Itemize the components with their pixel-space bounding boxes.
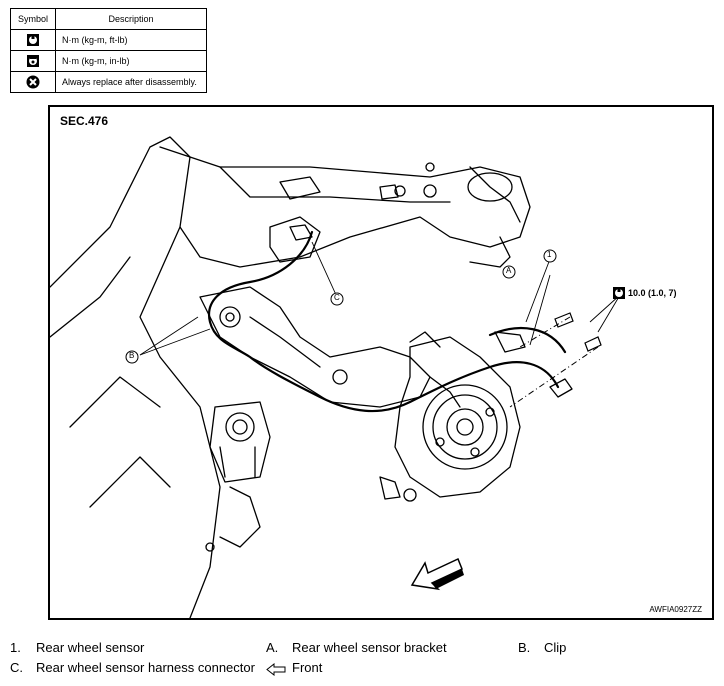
legend-row: N·m (kg-m, in-lb)	[10, 50, 207, 72]
part-description: Rear wheel sensor harness connector	[36, 660, 255, 675]
torque-value-label: 10.0 (1.0, 7)	[628, 288, 677, 298]
legend-header-description: Description	[55, 8, 207, 30]
callout-1: 1	[547, 250, 552, 259]
part-number: A.	[266, 640, 279, 655]
front-direction-arrow-icon	[410, 557, 464, 591]
suspension-line-drawing	[50, 136, 625, 618]
figure-id: AWFIA0927ZZ	[649, 605, 702, 614]
front-arrow-icon	[266, 663, 286, 676]
callout-b: B	[129, 351, 135, 360]
part-description: Clip	[544, 640, 567, 655]
legend-row: Always replace after disassembly.	[10, 71, 207, 93]
part-number: B.	[518, 640, 531, 655]
legend-header-symbol: Symbol	[10, 8, 56, 30]
legend-row: N·m (kg-m, ft-lb)	[10, 29, 207, 51]
part-number: 1.	[10, 640, 21, 655]
part-description: Rear wheel sensor bracket	[292, 640, 447, 655]
callout-a: A	[506, 266, 512, 275]
section-label: SEC.476	[60, 114, 109, 128]
diagram-frame: SEC.476 1 A C B 10.0 (1.0, 7) AWFIA0927Z…	[48, 105, 714, 620]
callout-c: C	[334, 293, 340, 302]
torque-nm-ftlb-icon	[27, 34, 39, 46]
torque-callout-icon	[613, 287, 625, 299]
part-description: Rear wheel sensor	[36, 640, 145, 655]
symbol-legend-table: Symbol Description N·m (kg-m, ft-lb) N·m…	[10, 8, 207, 93]
part-number: C.	[10, 660, 23, 675]
legend-description: Always replace after disassembly.	[55, 71, 207, 93]
legend-description: N·m (kg-m, in-lb)	[55, 50, 207, 72]
always-replace-icon	[26, 75, 40, 89]
part-description: Front	[292, 660, 323, 675]
torque-nm-inlb-icon	[27, 55, 39, 67]
legend-description: N·m (kg-m, ft-lb)	[55, 29, 207, 51]
